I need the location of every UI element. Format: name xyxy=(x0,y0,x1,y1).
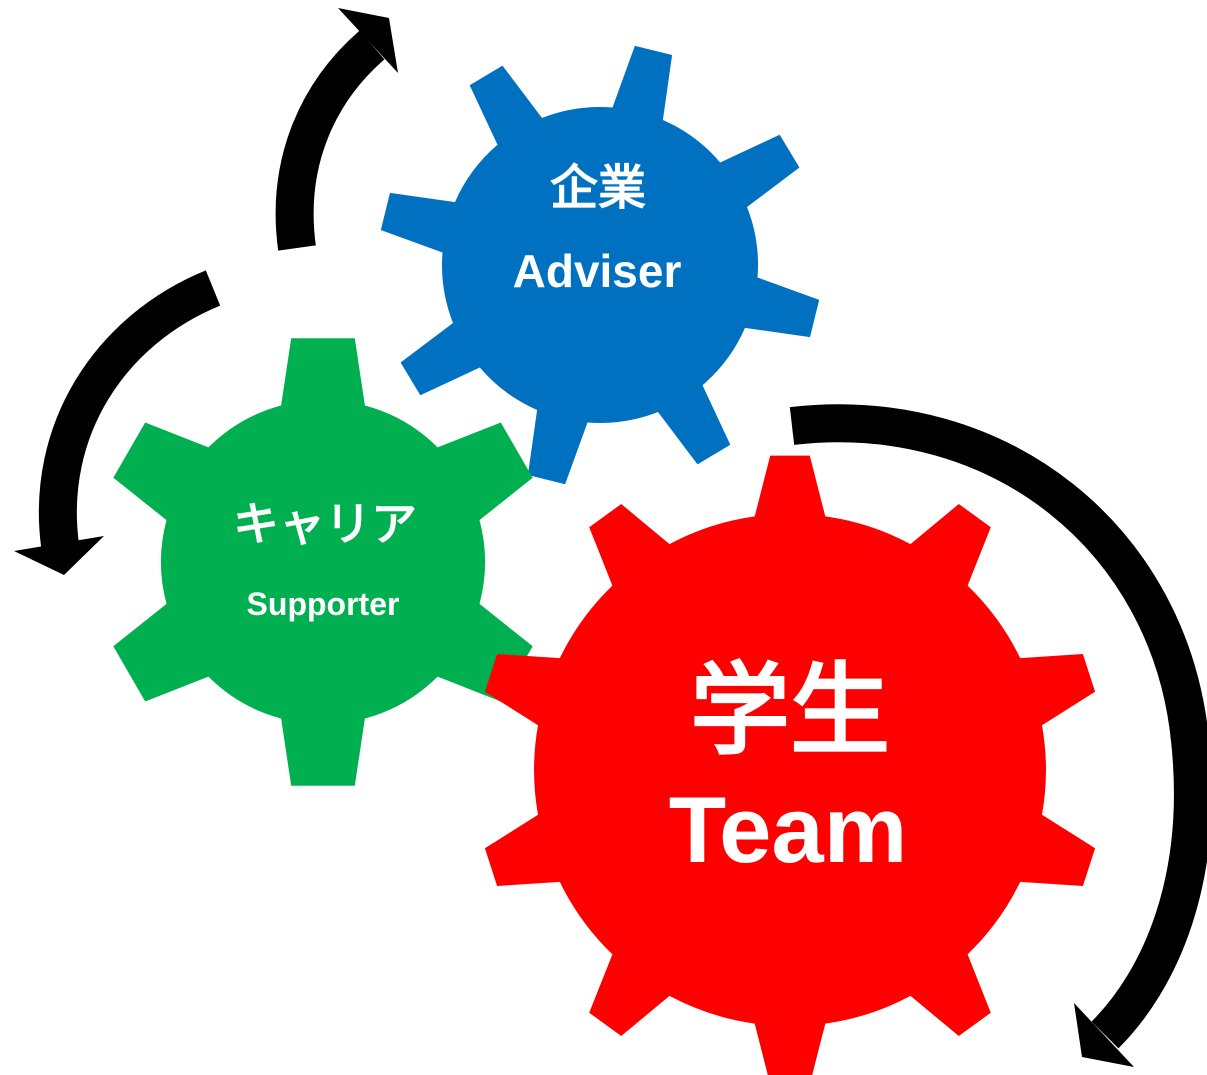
gear-company-subtitle: Adviser xyxy=(513,245,682,297)
arrow-career-to-company-head xyxy=(338,8,398,73)
arrow-career-to-company-shaft xyxy=(275,30,385,251)
arrow-left-down-head xyxy=(14,536,104,575)
arrow-student-loop xyxy=(789,404,1207,1067)
gear-career-title: キャリア xyxy=(233,497,417,551)
arrow-career-to-company xyxy=(275,8,398,251)
gear-career xyxy=(113,338,533,786)
arrow-left-down xyxy=(14,270,221,575)
gear-company-title: 企業 xyxy=(550,160,646,216)
gear-career-subtitle: Supporter xyxy=(247,586,400,622)
gear-student-title: 学生 xyxy=(690,652,890,769)
arrow-student-loop-shaft xyxy=(789,404,1207,1049)
cycle-arrows xyxy=(14,8,1207,1067)
arrow-left-down-shaft xyxy=(38,270,221,548)
gear-company-body xyxy=(380,45,820,485)
gear-career-body xyxy=(113,338,533,786)
arrow-student-loop-head xyxy=(1074,1003,1134,1067)
gear-student-body xyxy=(484,455,1096,1075)
gear-student-subtitle: Team xyxy=(669,777,908,882)
gear-student xyxy=(484,455,1096,1075)
gear-company xyxy=(380,45,820,485)
